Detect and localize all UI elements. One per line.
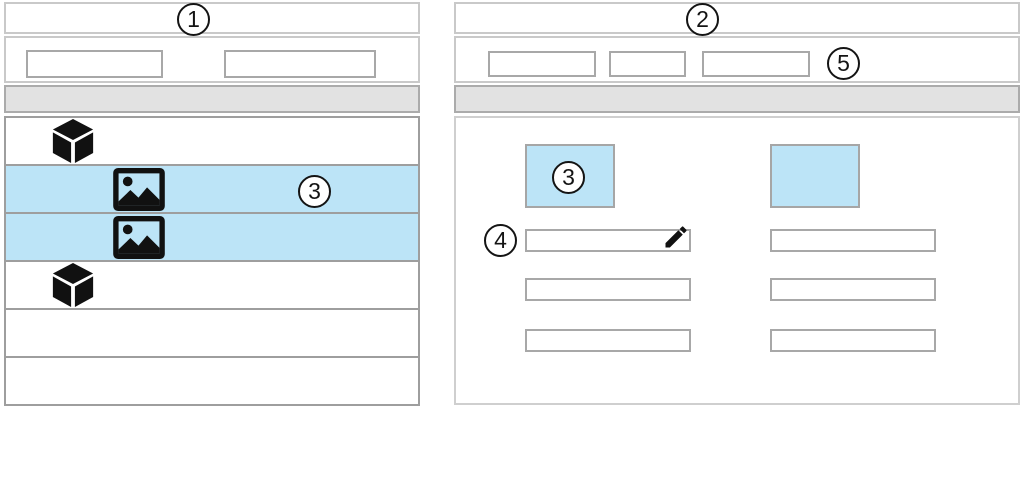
left-column-header-bar bbox=[4, 85, 420, 113]
list-row-empty-2[interactable] bbox=[6, 358, 418, 404]
cube-icon bbox=[52, 262, 94, 308]
callout-2-right-panel: 2 bbox=[686, 3, 719, 36]
left-toolbar-input-2[interactable] bbox=[224, 50, 376, 78]
right-detail-area bbox=[454, 116, 1020, 405]
list-row-empty-1[interactable] bbox=[6, 310, 418, 358]
detail-field-left-2[interactable] bbox=[525, 278, 691, 301]
right-toolbar-input-3[interactable] bbox=[702, 51, 810, 77]
list-row-image-1[interactable] bbox=[6, 166, 418, 214]
list-row-model-1[interactable] bbox=[6, 118, 418, 166]
callout-3-selected-rows: 3 bbox=[298, 175, 331, 208]
callout-5-toolbar: 5 bbox=[827, 47, 860, 80]
callout-4-editable-field: 4 bbox=[484, 224, 517, 257]
cube-icon bbox=[52, 118, 94, 164]
detail-field-right-1[interactable] bbox=[770, 229, 936, 252]
left-panel-toolbar bbox=[4, 36, 420, 83]
image-icon bbox=[113, 167, 165, 211]
right-panel-header bbox=[454, 2, 1020, 34]
right-toolbar-input-1[interactable] bbox=[488, 51, 596, 77]
pencil-edit-icon[interactable] bbox=[662, 223, 690, 251]
left-panel-header bbox=[4, 2, 420, 34]
right-panel-toolbar bbox=[454, 36, 1020, 83]
list-row-image-2[interactable] bbox=[6, 214, 418, 262]
detail-field-name-editable[interactable] bbox=[525, 229, 691, 252]
detail-field-left-3[interactable] bbox=[525, 329, 691, 352]
right-column-header-bar bbox=[454, 85, 1020, 113]
detail-field-right-2[interactable] bbox=[770, 278, 936, 301]
left-item-list bbox=[4, 116, 420, 406]
right-toolbar-input-2[interactable] bbox=[609, 51, 686, 77]
left-toolbar-input-1[interactable] bbox=[26, 50, 163, 78]
list-row-model-2[interactable] bbox=[6, 262, 418, 310]
callout-1-left-panel: 1 bbox=[177, 3, 210, 36]
thumbnail-selected-right[interactable] bbox=[770, 144, 860, 208]
detail-field-right-3[interactable] bbox=[770, 329, 936, 352]
callout-3-thumbnail: 3 bbox=[552, 161, 585, 194]
image-icon bbox=[113, 215, 165, 259]
